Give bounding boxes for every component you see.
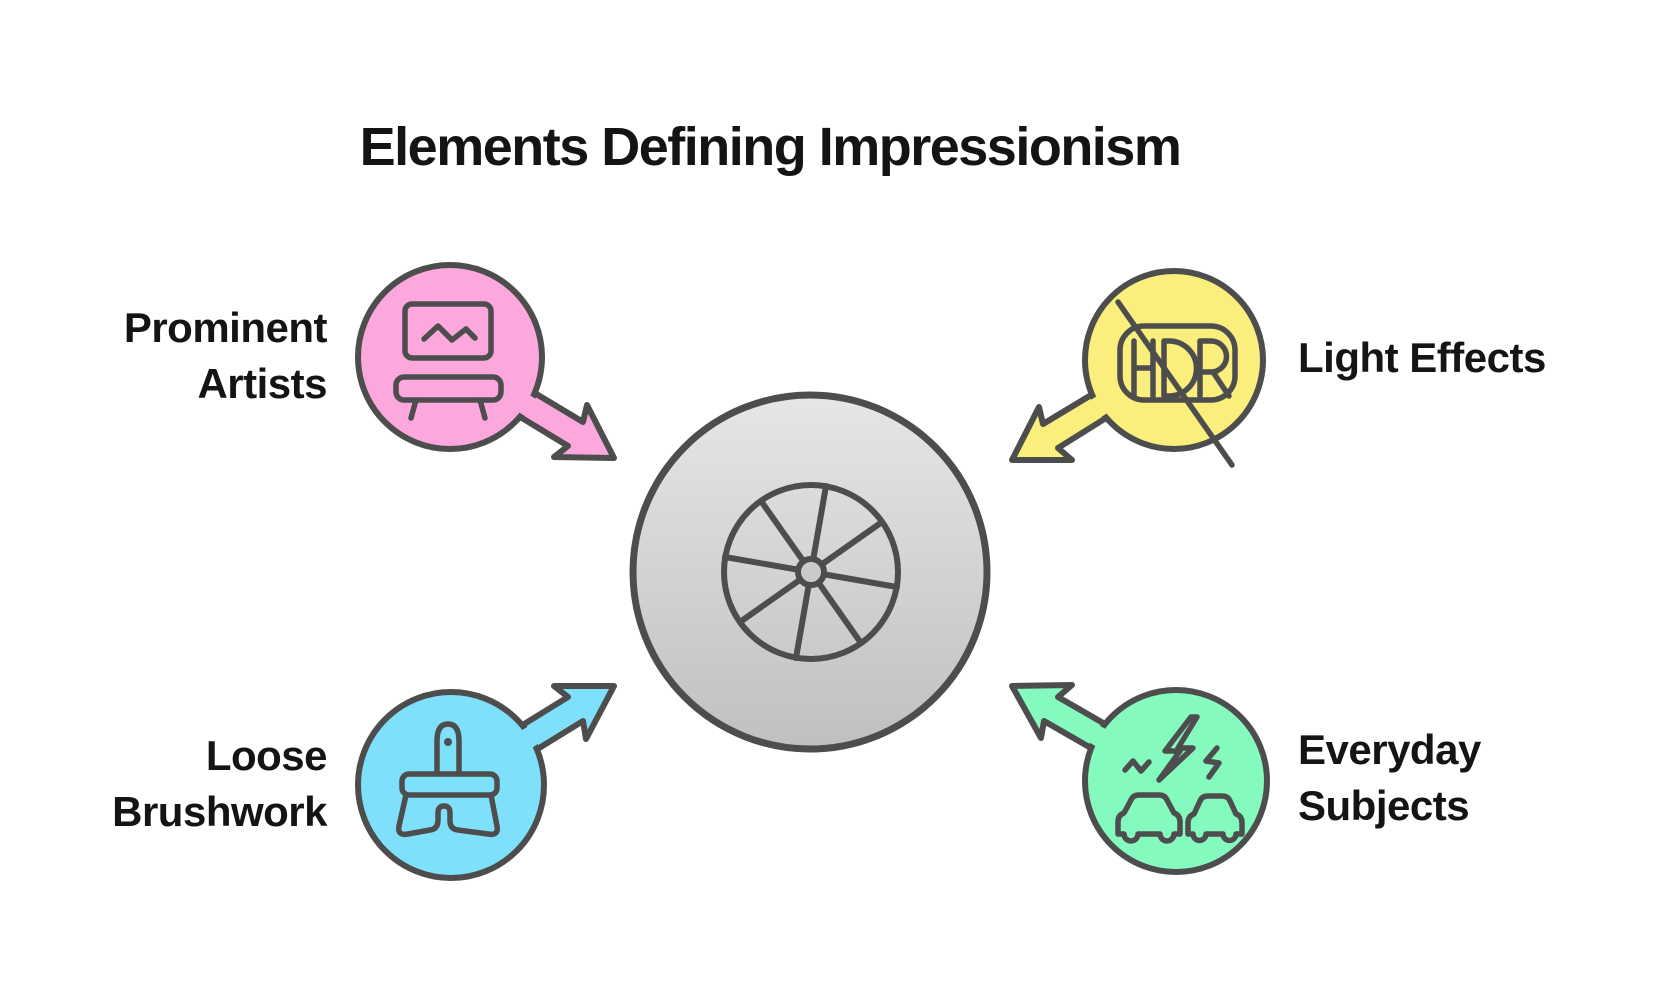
car-crash-icon <box>1115 714 1245 844</box>
arrow-junction-patch <box>512 720 549 754</box>
arrow-junction-patch <box>1079 390 1117 424</box>
node-circle <box>1082 687 1270 875</box>
node-label-prominent-artists: Prominent Artists <box>123 304 328 407</box>
node-loose-brushwork <box>355 683 617 881</box>
paintbrush-icon <box>395 721 501 838</box>
node-label-loose-brushwork: Loose Brushwork <box>112 732 327 835</box>
node-label-light-effects: Light Effects <box>1298 334 1546 381</box>
node-prominent-artists <box>355 262 617 461</box>
arrow-junction-patch <box>1078 719 1116 752</box>
diagram-title: Elements Defining Impressionism <box>359 117 1182 177</box>
node-everyday-subjects <box>1009 682 1270 875</box>
node-circle <box>355 689 547 881</box>
hdr-off-icon <box>1115 299 1238 468</box>
color-wheel-icon <box>721 482 901 662</box>
node-light-effects <box>1009 268 1266 468</box>
node-label-everyday-subjects: Everyday Subjects <box>1298 726 1481 829</box>
center-node <box>629 391 991 753</box>
wheel-hub <box>795 556 827 588</box>
easel-painting-icon <box>393 301 504 421</box>
arrow-junction-patch <box>509 389 547 423</box>
